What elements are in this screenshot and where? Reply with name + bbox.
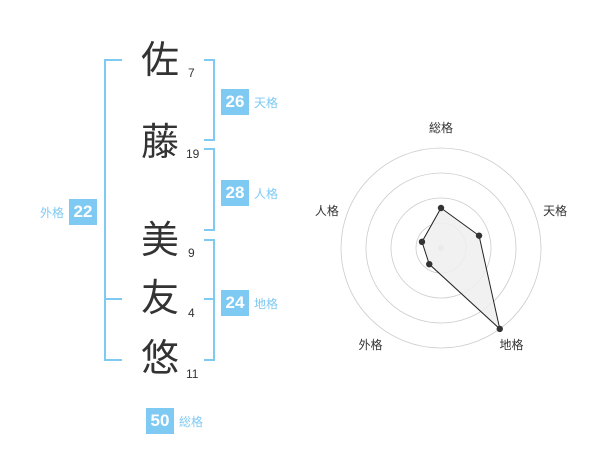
tenkaku-bracket [204, 59, 215, 141]
tenkaku-badge: 26 天格 [221, 89, 278, 115]
name-char-2: 藤 [140, 120, 179, 164]
radar-point-4 [426, 260, 433, 268]
name-char-5: 悠 [140, 336, 179, 380]
radar-point-5 [418, 238, 426, 246]
radar-axis-label: 地格 [500, 337, 524, 352]
stroke-count-1: 7 [188, 66, 195, 80]
gaikaku-bracket [104, 59, 122, 361]
radar-area [421, 207, 501, 331]
tenkaku-label: 天格 [254, 95, 279, 110]
gaikaku-badge: 外格 22 [40, 199, 98, 225]
name-char-3: 美 [140, 218, 179, 262]
chikaku-badge: 24 地格 [221, 290, 278, 316]
radar-point-1 [437, 204, 445, 212]
radar-ring [340, 147, 542, 349]
stroke-count-4: 4 [188, 306, 195, 320]
radar-points [418, 204, 503, 333]
chikaku-label: 地格 [254, 296, 279, 311]
jinkaku-badge: 28 人格 [221, 180, 278, 206]
stroke-count-2: 19 [186, 147, 200, 161]
soukaku-label: 総格 [179, 414, 204, 429]
radar-point-2 [475, 232, 483, 239]
jinkaku-value: 28 [221, 180, 249, 206]
jinkaku-label: 人格 [254, 186, 279, 201]
tenkaku-value: 26 [221, 89, 249, 115]
radar-axis-label: 外格 [358, 337, 382, 352]
jinkaku-bracket [204, 148, 215, 231]
chikaku-value: 24 [221, 290, 249, 316]
radar-point-3 [496, 325, 503, 333]
radar-ring [390, 197, 492, 299]
soukaku-value: 50 [146, 408, 174, 434]
gaikaku-label: 外格 [40, 205, 65, 220]
gaikaku-value: 22 [69, 199, 98, 225]
soukaku-badge: 50 総格 [146, 408, 203, 434]
stroke-count-3: 9 [188, 246, 195, 260]
radar-ring [365, 172, 517, 324]
radar-axis-label: 人格 [315, 203, 339, 218]
name-char-4: 友 [140, 276, 179, 320]
radar-axis-label: 天格 [543, 203, 567, 218]
radar-axis-label: 総格 [429, 120, 453, 135]
name-char-1: 佐 [140, 38, 179, 82]
stroke-count-5: 11 [186, 367, 199, 381]
